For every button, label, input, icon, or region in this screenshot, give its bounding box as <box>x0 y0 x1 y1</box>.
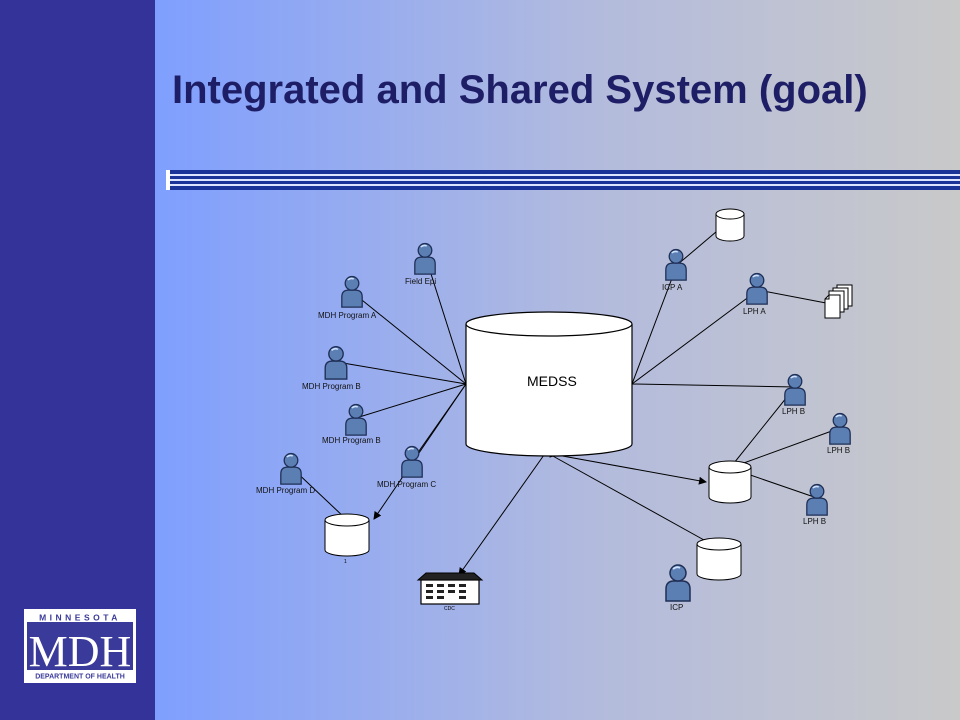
person-icon <box>784 373 806 406</box>
label-lph-b3: LPH B <box>803 517 826 526</box>
person-icon <box>341 275 363 308</box>
line-field-epi <box>424 254 467 385</box>
label-lph-b1: LPH B <box>782 407 805 416</box>
slide-title: Integrated and Shared System (goal) <box>172 68 868 112</box>
line-icp-a <box>631 264 678 385</box>
label-lph-a: LPH A <box>743 307 766 316</box>
cdc-label: CDC <box>444 606 455 612</box>
person-icon <box>829 412 851 445</box>
line-mdh-program-b2 <box>355 383 467 419</box>
database-icon <box>715 208 745 242</box>
svg-text:DEPARTMENT OF HEALTH: DEPARTMENT OF HEALTH <box>35 674 125 681</box>
medss-label: MEDSS <box>527 373 577 389</box>
label-mdh-program-c: MDH Program C <box>377 480 436 489</box>
label-mdh-program-b1: MDH Program B <box>302 382 361 391</box>
line-mdh-program-a <box>351 291 467 385</box>
arrow-medss-cdc <box>458 446 552 576</box>
person-icon <box>746 272 768 305</box>
database-icon <box>708 460 752 504</box>
label-icp: ICP <box>670 603 683 612</box>
line-lph-b1 <box>631 383 796 388</box>
line-lph-a <box>631 289 759 385</box>
mdh-logo: MINNESOTA MDH DEPARTMENT OF HEALTH <box>24 609 136 683</box>
arrow-medss-db-small <box>373 383 467 520</box>
label-icp-a: ICP A <box>662 283 683 292</box>
person-icon <box>806 483 828 516</box>
label-lph-b2: LPH B <box>827 446 850 455</box>
line-lph-a-docs <box>757 289 827 304</box>
line-mdh-program-b1 <box>336 361 467 385</box>
connection-lines <box>290 225 841 576</box>
database-label: 1 <box>344 559 347 565</box>
person-icon <box>345 403 367 436</box>
database-icon <box>696 537 742 581</box>
svg-text:MINNESOTA: MINNESOTA <box>39 613 121 623</box>
label-mdh-program-d: MDH Program D <box>256 486 315 495</box>
line-icp-a-db <box>676 225 724 266</box>
label-mdh-program-a: MDH Program A <box>318 311 377 320</box>
title-underline <box>166 170 960 190</box>
left-sidebar <box>0 0 155 720</box>
person-icon <box>414 242 436 275</box>
arrow-medss-lph-db <box>549 449 707 485</box>
person-icon <box>324 345 348 380</box>
svg-text:MDH: MDH <box>29 627 132 676</box>
person-icon <box>665 564 691 602</box>
documents-icon <box>824 284 853 319</box>
database-icon <box>324 513 370 557</box>
person-icon <box>280 452 302 485</box>
label-field-epi: Field Epi <box>405 277 436 286</box>
person-icon <box>665 248 687 281</box>
line-db-lph-b2 <box>729 427 841 469</box>
building-icon <box>416 572 484 605</box>
arrow-medss-icp-db <box>542 448 714 546</box>
medss-database-icon <box>465 311 633 457</box>
label-mdh-program-b2: MDH Program B <box>322 436 381 445</box>
